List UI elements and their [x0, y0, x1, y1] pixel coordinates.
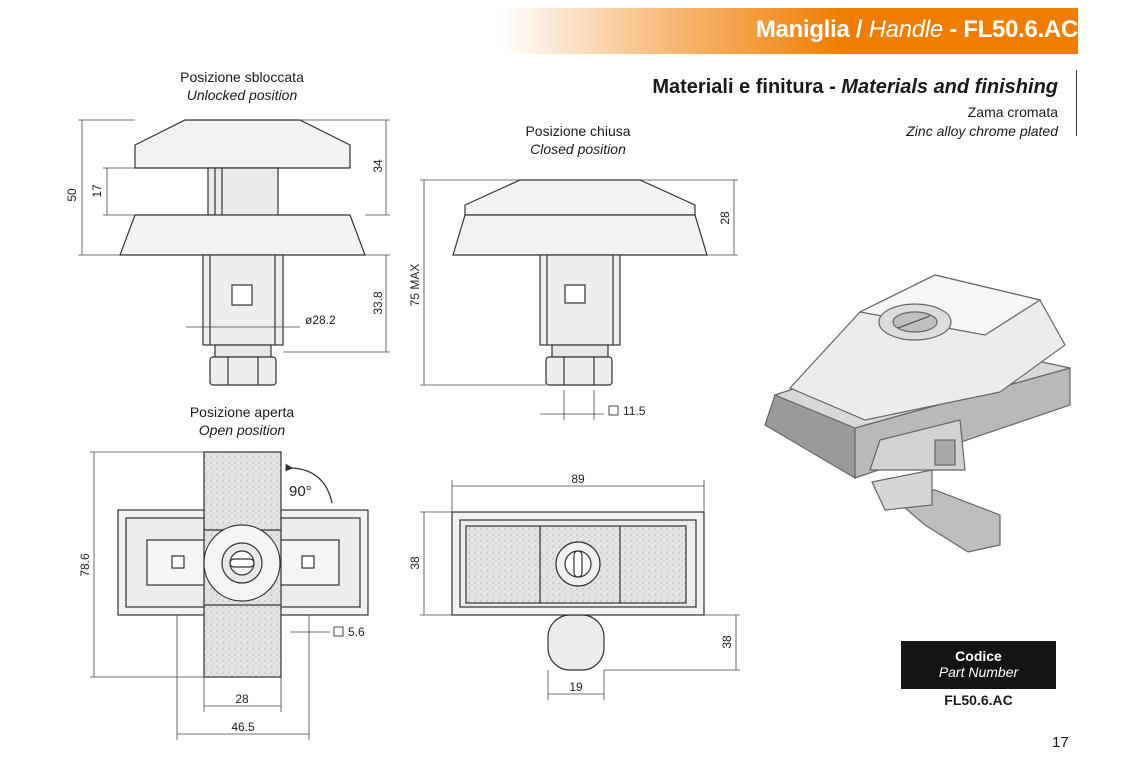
material-it: Zama cromata: [967, 104, 1058, 120]
dim-46-5: 46.5: [231, 720, 255, 734]
rotation-arrow-icon: [285, 463, 333, 504]
closed-dimensions: [420, 179, 738, 420]
open-dimensions: [90, 451, 330, 740]
dim-28-open: 28: [235, 692, 249, 706]
dim-38-right: 38: [720, 635, 734, 649]
closed-top-dimensions: [420, 480, 740, 700]
dim-78-6: 78.6: [78, 553, 92, 577]
dim-33-8: 33.8: [371, 291, 385, 315]
material-en: Zinc alloy chrome plated: [906, 123, 1058, 139]
code-label: Codice: [955, 648, 1002, 664]
square-symbol-icon: [333, 626, 344, 637]
header-band: [500, 8, 1078, 54]
product-render-image: [764, 274, 1071, 553]
part-number-label: Part Number: [938, 664, 1019, 680]
unlocked-side-view: [119, 119, 366, 386]
dim-89: 89: [571, 472, 585, 486]
dim-17: 17: [90, 184, 104, 198]
page-title: Maniglia / Handle - FL50.6.AC: [755, 16, 1078, 43]
dim-5-6: 5.6: [348, 625, 365, 639]
materials-bar: [1076, 70, 1077, 136]
dim-34: 34: [371, 159, 385, 173]
dim-11-5: 11.5: [623, 404, 646, 418]
part-number-box: Codice Part Number: [901, 641, 1056, 689]
dim-50: 50: [65, 188, 79, 202]
open-top-view: [117, 451, 369, 678]
dim-19: 19: [569, 680, 583, 694]
unlocked-dimensions: [78, 119, 390, 353]
dim-90deg: 90°: [289, 483, 312, 500]
page-number: 17: [1052, 734, 1069, 751]
dim-28-closed: 28: [718, 211, 732, 225]
part-number-value: FL50.6.AC: [944, 692, 1013, 708]
square-symbol-icon: [608, 405, 619, 416]
dim-38-left: 38: [408, 556, 422, 570]
closed-side-view: [452, 179, 708, 386]
dim-75max: 75 MAX: [408, 264, 422, 307]
dim-diameter: ø28.2: [305, 313, 336, 327]
materials-title: Materiali e finitura - Materials and fin…: [652, 76, 1058, 98]
closed-top-view: [451, 511, 705, 671]
